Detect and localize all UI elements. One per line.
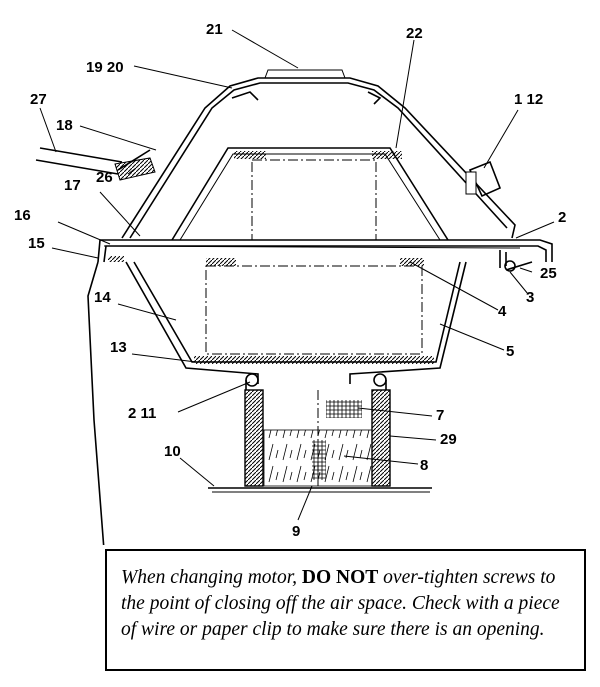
callout-15: 15 — [28, 235, 45, 252]
callout-2-top: 2 — [558, 209, 566, 226]
callout-2-11: 2 11 — [128, 405, 156, 422]
callout-19-20: 19 20 — [86, 59, 124, 76]
lower-pan — [125, 258, 467, 384]
base-plate — [208, 487, 432, 493]
callout-13: 13 — [110, 339, 127, 356]
dome-cover — [121, 69, 516, 239]
switch-box — [465, 160, 502, 198]
callout-14: 14 — [94, 289, 111, 306]
note-pointer — [87, 261, 105, 545]
callout-9: 9 — [292, 523, 300, 540]
leader-lines — [39, 29, 555, 521]
warning-note: When changing motor, DO NOT over-tighten… — [105, 549, 586, 671]
callout-17: 17 — [64, 177, 81, 194]
callout-7: 7 — [436, 407, 444, 424]
vent-pipe — [244, 389, 391, 487]
callout-5: 5 — [506, 343, 514, 360]
callout-1-12: 1 12 — [514, 91, 543, 108]
note-text-part2: over-tighten screws to the point of clos… — [121, 567, 560, 640]
callout-18: 18 — [56, 117, 73, 134]
ventilator-cross-section-diagram: 21 22 19 20 1 12 27 18 26 17 2 16 15 25 … — [14, 21, 566, 545]
collar — [245, 373, 387, 390]
callout-4: 4 — [498, 303, 507, 320]
callout-16: 16 — [14, 207, 31, 224]
callout-21: 21 — [206, 21, 223, 38]
callout-10: 10 — [164, 443, 181, 460]
callout-27: 27 — [30, 91, 47, 108]
callout-22: 22 — [406, 25, 423, 42]
callout-25: 25 — [540, 265, 557, 282]
note-emphasis: DO NOT — [301, 567, 379, 588]
callout-29: 29 — [440, 431, 457, 448]
callout-26: 26 — [96, 169, 113, 186]
inner-motor-housing — [171, 147, 449, 241]
callout-8: 8 — [420, 457, 428, 474]
rim-flange — [97, 239, 553, 272]
note-text-part1: When changing motor, — [121, 567, 302, 588]
callout-3: 3 — [526, 289, 534, 306]
